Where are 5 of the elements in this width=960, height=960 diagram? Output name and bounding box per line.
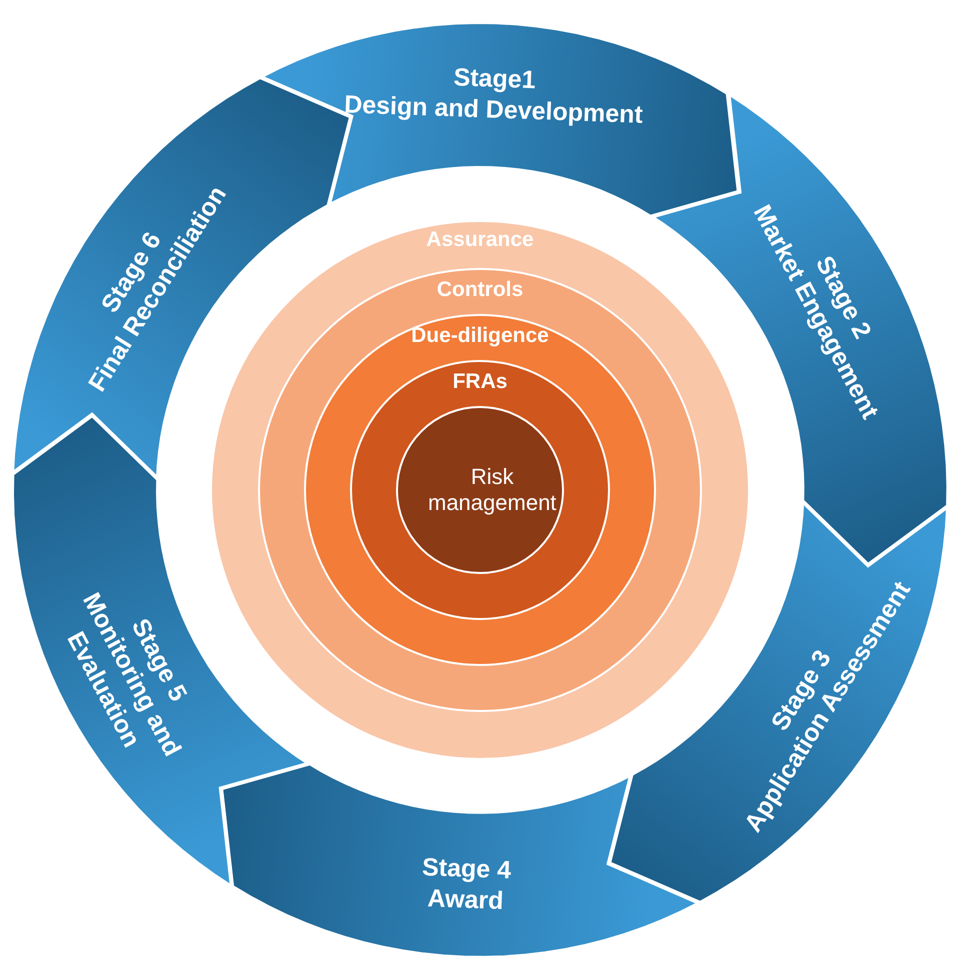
ring-label: Controls	[436, 278, 524, 302]
ring-label: Risk management	[428, 464, 556, 516]
ring-label: Assurance	[426, 228, 534, 252]
ring-label: Due-diligence	[411, 324, 549, 348]
ring-label: FRAs	[452, 370, 508, 394]
